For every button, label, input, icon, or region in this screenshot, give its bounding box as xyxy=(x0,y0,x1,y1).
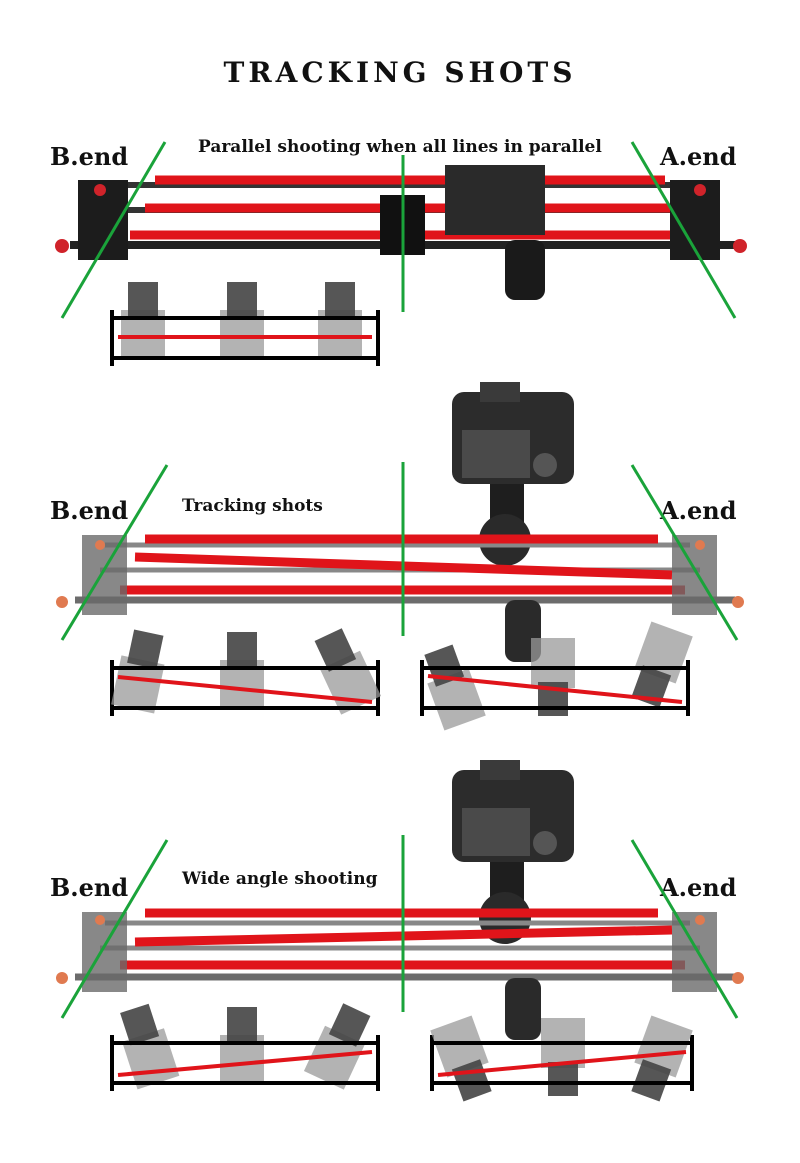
slider-tracking xyxy=(56,382,744,662)
a-end-label-3: A.end xyxy=(660,873,737,902)
b-end-label-1: B.end xyxy=(50,142,129,171)
slider-wide-angle xyxy=(56,760,744,1040)
diagram-parallel xyxy=(110,282,380,366)
caption-parallel: Parallel shooting when all lines in para… xyxy=(198,137,602,157)
slider-parallel xyxy=(55,141,747,319)
diagram-tracking-left xyxy=(110,625,382,716)
caption-tracking: Tracking shots xyxy=(182,496,323,516)
a-end-label-2: A.end xyxy=(660,496,737,525)
diagram-tracking-right xyxy=(417,621,693,731)
a-end-label-1: A.end xyxy=(660,142,737,171)
b-end-label-2: B.end xyxy=(50,496,129,525)
page-title: TRACKING SHOTS xyxy=(223,56,577,89)
caption-wide-angle: Wide angle shooting xyxy=(182,869,378,889)
diagram-wide-left xyxy=(110,1000,380,1091)
diagram-wide-right xyxy=(430,1015,694,1104)
b-end-label-3: B.end xyxy=(50,873,129,902)
